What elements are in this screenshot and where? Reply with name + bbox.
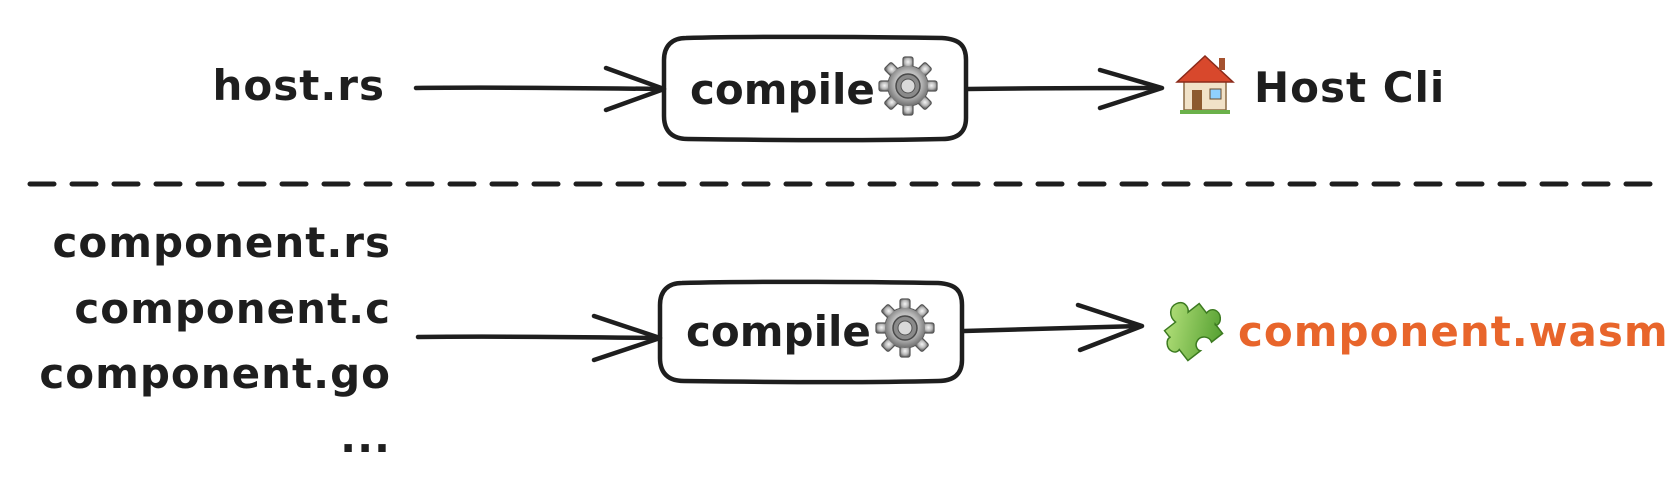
bottom-input-arrow	[415, 313, 663, 363]
component-go-label: component.go	[39, 349, 391, 398]
host-source-label: host.rs	[213, 61, 386, 110]
more-sources-ellipsis: ...	[340, 413, 391, 462]
component-wasm-label: component.wasm	[1238, 307, 1669, 356]
bottom-output-arrow	[961, 302, 1145, 353]
top-output-arrow	[965, 67, 1165, 111]
gear-icon	[878, 56, 938, 116]
top-input-arrow	[413, 65, 667, 113]
house-icon	[1175, 54, 1235, 114]
host-cli-label: Host Cli	[1254, 63, 1445, 112]
component-rs-label: component.rs	[53, 218, 391, 267]
puzzle-piece-icon	[1163, 302, 1224, 362]
bottom-compile-label: compile	[686, 307, 871, 356]
bottom-compile-box: compile	[657, 279, 965, 385]
component-c-label: component.c	[74, 284, 391, 333]
gear-icon	[875, 298, 935, 358]
top-compile-box: compile	[661, 34, 969, 143]
top-compile-label: compile	[690, 65, 875, 114]
